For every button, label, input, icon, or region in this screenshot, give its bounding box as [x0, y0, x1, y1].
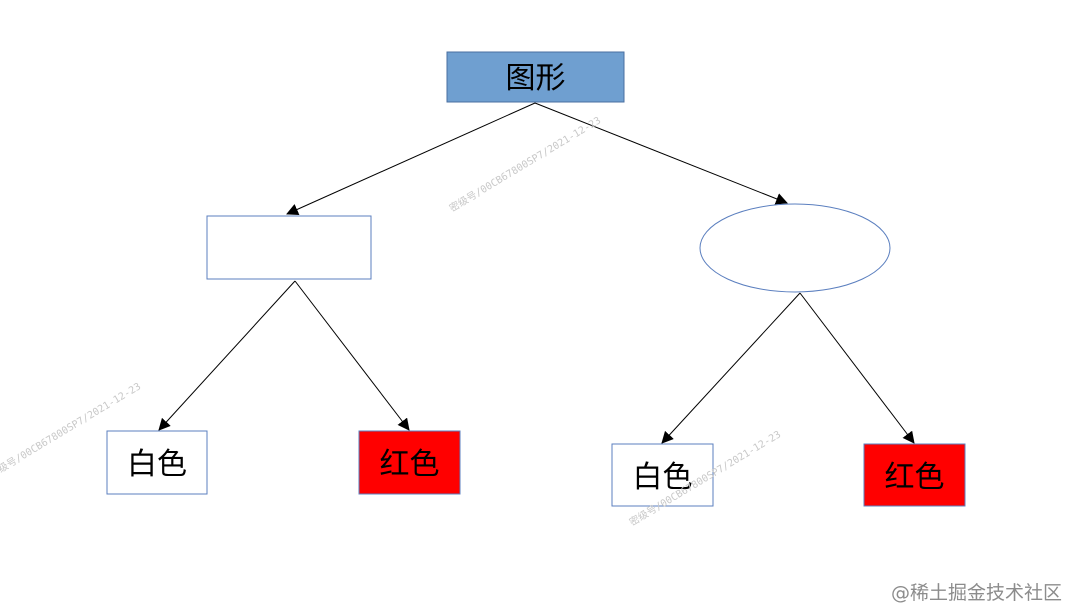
- rect-white-child-box: [106, 430, 208, 495]
- edge-root-to-ellipse: [534, 102, 788, 205]
- rect-white-child-node: 白色: [106, 430, 208, 495]
- ellipse-white-child-label: 白色: [633, 460, 693, 495]
- edge-rectangle-to-white: [158, 280, 296, 431]
- footer-watermark: @稀土掘金技术社区: [890, 582, 1062, 604]
- ellipse-red-child-box: [863, 443, 966, 507]
- watermark-stamp-1: 密级号/00CB67800SP7/2021-12-23: [447, 114, 603, 215]
- root-node-box: [446, 51, 625, 103]
- edge-root-to-rectangle: [286, 102, 536, 215]
- ellipse-red-child-label: 红色: [885, 460, 945, 495]
- rect-red-child-node: 红色: [358, 430, 461, 495]
- rectangle-node-shape: [206, 215, 372, 280]
- rectangle-node: [206, 215, 372, 280]
- edge-rectangle-to-red: [294, 280, 410, 431]
- ellipse-white-child-box: [611, 443, 714, 507]
- rect-white-child-label: 白色: [127, 447, 187, 482]
- root-node-label: 图形: [506, 61, 566, 96]
- ellipse-node: [699, 203, 891, 293]
- root-node: 图形: [446, 51, 625, 103]
- ellipse-node-shape: [699, 203, 891, 293]
- ellipse-red-child-node: 红色: [863, 443, 966, 507]
- rect-red-child-label: 红色: [380, 447, 440, 482]
- edge-ellipse-to-red: [799, 292, 915, 444]
- edges: [158, 102, 915, 444]
- ellipse-white-child-node: 白色: [611, 443, 714, 507]
- rect-red-child-box: [358, 430, 461, 495]
- edge-ellipse-to-white: [661, 292, 801, 444]
